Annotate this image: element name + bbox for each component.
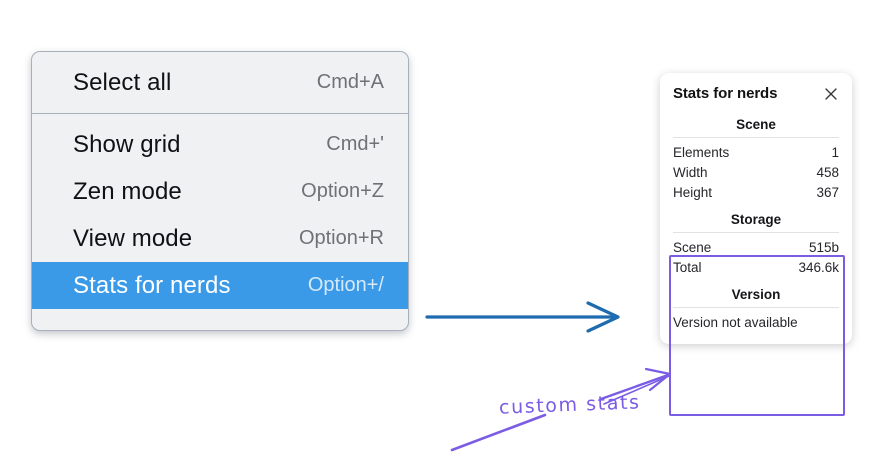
stat-value: 515b (808, 239, 839, 255)
menu-section-secondary: Show grid Cmd+' Zen mode Option+Z View m… (32, 114, 408, 330)
stat-key: Width (673, 164, 708, 180)
stat-value: 346.6k (798, 259, 839, 275)
stat-row-width: Width 458 (673, 162, 839, 182)
handwritten-annotation-label: custom stats (498, 391, 641, 419)
section-heading-storage: Storage (730, 212, 782, 227)
close-icon[interactable] (823, 86, 839, 102)
menu-item-view-mode[interactable]: View mode Option+R (32, 215, 408, 262)
menu-item-zen-mode[interactable]: Zen mode Option+Z (32, 168, 408, 215)
stat-row-elements: Elements 1 (673, 142, 839, 162)
spacer (673, 277, 839, 286)
menu-item-shortcut: Option+R (298, 227, 384, 249)
menu-item-label: Select all (73, 68, 172, 96)
version-value: Version not available (673, 315, 798, 330)
menu-item-show-grid[interactable]: Show grid Cmd+' (32, 121, 408, 168)
menu-item-label: Stats for nerds (73, 271, 231, 299)
menu-section-primary: Select all Cmd+A (32, 59, 408, 106)
stat-row-storage-scene: Scene 515b (673, 237, 839, 257)
section-rule (673, 232, 839, 233)
spacer (673, 202, 839, 211)
purple-underline-stroke (450, 413, 547, 452)
blue-arrow-icon (425, 301, 620, 333)
stat-value: 367 (816, 184, 839, 200)
menu-item-label: View mode (73, 224, 193, 252)
stat-key: Height (673, 184, 713, 200)
menu-item-shortcut: Option+/ (307, 274, 384, 296)
stat-row-height: Height 367 (673, 182, 839, 202)
menu-item-select-all[interactable]: Select all Cmd+A (32, 59, 408, 106)
stat-key: Total (673, 259, 702, 275)
menu-item-shortcut: Cmd+' (326, 133, 384, 155)
canvas-context-menu[interactable]: Select all Cmd+A Show grid Cmd+' Zen mod… (31, 51, 409, 331)
stat-key: Elements (673, 144, 730, 160)
stat-row-storage-total: Total 346.6k (673, 257, 839, 277)
section-rule (673, 307, 839, 308)
stats-for-nerds-panel: Stats for nerds Scene Elements 1 Width 4… (660, 73, 852, 344)
menu-item-stats-for-nerds[interactable]: Stats for nerds Option+/ (32, 262, 408, 309)
panel-title: Stats for nerds (673, 85, 778, 102)
panel-header: Stats for nerds (673, 85, 839, 102)
stat-key: Scene (673, 239, 712, 255)
section-heading-version: Version (731, 287, 781, 302)
menu-item-label: Show grid (73, 130, 181, 158)
menu-item-shortcut: Cmd+A (316, 71, 384, 93)
menu-divider (32, 113, 408, 114)
stat-value: 1 (831, 144, 839, 160)
section-rule (673, 137, 839, 138)
menu-item-shortcut: Option+Z (301, 180, 384, 202)
stat-value: 458 (816, 164, 839, 180)
menu-item-label: Zen mode (73, 177, 182, 205)
section-heading-scene: Scene (736, 117, 776, 132)
